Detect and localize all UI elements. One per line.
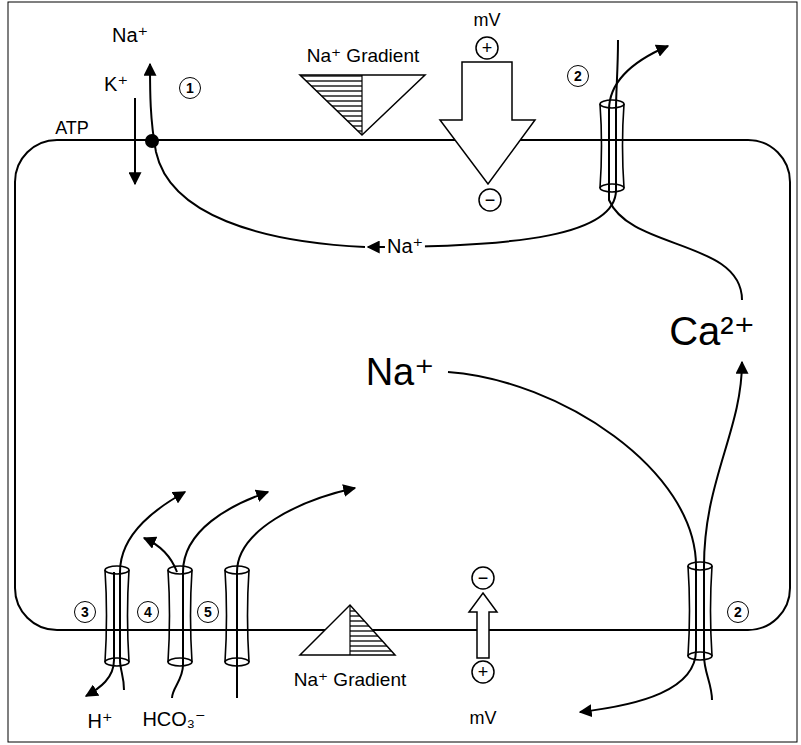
na-influx-arrow	[237, 488, 355, 698]
callout-circle: 3	[74, 601, 96, 623]
ca-efflux-arrow	[609, 46, 742, 300]
na-influx-arrow	[120, 492, 185, 690]
ion-label: HCO₃⁻	[140, 708, 207, 730]
sign-label: −	[476, 568, 491, 588]
callout-circle: 4	[137, 601, 159, 623]
sign-circle	[476, 37, 498, 59]
na-efflux-arrow	[448, 372, 696, 712]
sign-circle	[479, 189, 501, 211]
callout-number: 2	[574, 69, 582, 83]
ion-label: H⁺	[86, 710, 115, 732]
callout-circle: 2	[727, 601, 749, 623]
na-influx-arrow	[368, 40, 618, 247]
gradient-label: Na⁺ Gradient	[292, 669, 408, 690]
callout-number: 5	[204, 605, 212, 619]
gradient-label: Na⁺ Gradient	[305, 45, 421, 66]
sign-label: −	[483, 190, 498, 210]
channel	[600, 100, 624, 192]
potential-arrow	[440, 62, 535, 184]
na-pump-arrow	[150, 64, 365, 247]
callout-circle: 5	[197, 601, 219, 623]
ion-label: Na⁺	[110, 24, 150, 46]
sign-label: +	[480, 38, 495, 58]
callout-number: 2	[734, 605, 742, 619]
ion-label: Na⁺	[364, 352, 437, 392]
callout-number: 1	[186, 81, 194, 95]
callout-circle: 2	[567, 65, 589, 87]
ca-influx-arrow	[704, 362, 742, 700]
sign-label: +	[476, 662, 491, 682]
energy-label: ATP	[53, 118, 91, 138]
gradient-triangle	[300, 75, 425, 135]
potential-label: mV	[472, 10, 503, 30]
channel	[105, 566, 249, 666]
ion-label: Na⁺	[385, 235, 425, 257]
gradient-divider	[361, 75, 362, 135]
gradient-triangle	[300, 605, 395, 655]
ion-label: Ca²⁺	[667, 310, 757, 352]
channel	[688, 562, 712, 660]
potential-arrow	[469, 593, 497, 658]
hco3-arrow	[172, 492, 268, 698]
h-efflux-arrow	[86, 572, 114, 696]
callout-number: 3	[81, 605, 89, 619]
ion-label: K⁺	[102, 73, 130, 95]
gradient-divider	[349, 605, 350, 655]
cell-membrane	[15, 140, 790, 630]
sign-circle	[472, 567, 494, 589]
frame	[8, 2, 797, 742]
potential-label: mV	[468, 708, 499, 728]
gradient-triangle	[300, 605, 395, 655]
sign-circle	[472, 661, 494, 683]
callout-circle: 1	[179, 77, 201, 99]
k-atp-arrow	[134, 98, 136, 184]
callout-number: 4	[144, 605, 152, 619]
pump-dot	[145, 134, 159, 148]
